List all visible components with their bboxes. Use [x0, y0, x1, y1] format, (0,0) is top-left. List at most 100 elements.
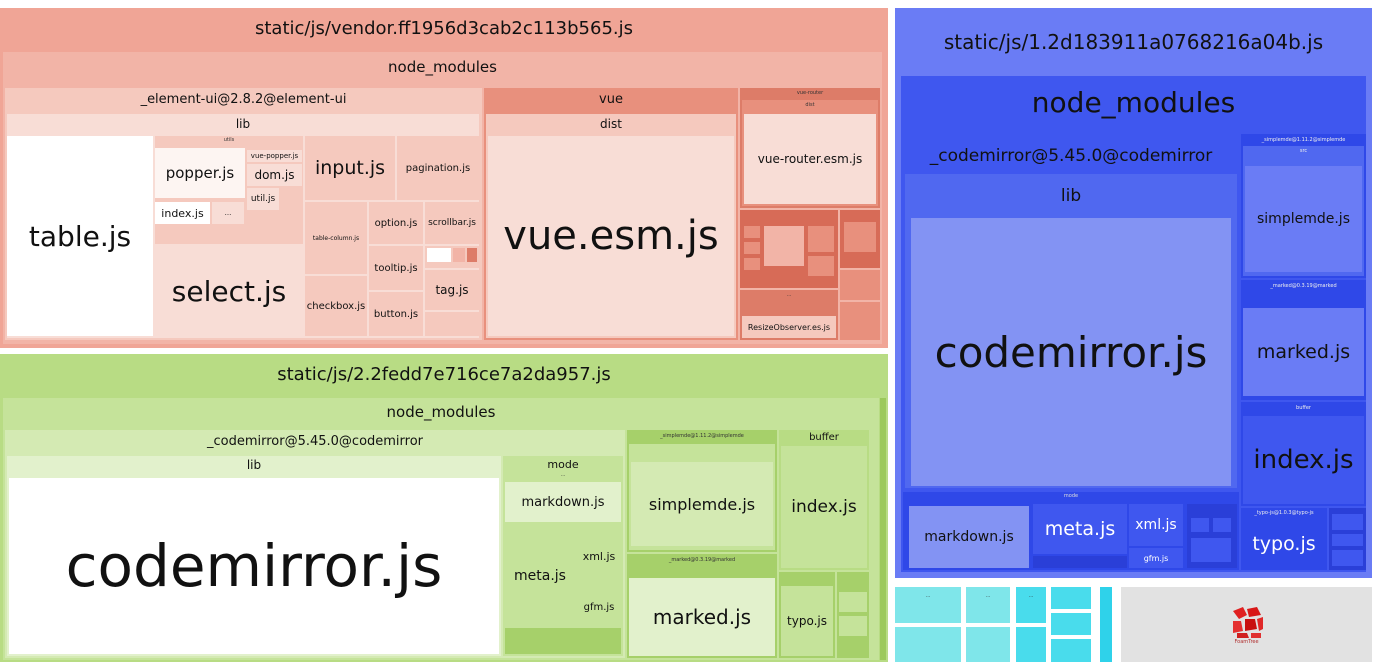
cyan-chunk-7[interactable]: [1051, 587, 1091, 609]
chunk2-mode-misc[interactable]: [505, 628, 621, 654]
chunk1-misc-tile-3[interactable]: [1332, 550, 1363, 566]
chunk1-mode-folder[interactable]: mode markdown.js meta.js xml.js gfm.js: [903, 492, 1239, 570]
chunk1-meta-sub[interactable]: [1033, 556, 1127, 568]
chunk1-mode-misc-tile-1[interactable]: [1191, 518, 1209, 532]
cyan-chunk-2[interactable]: [895, 627, 961, 662]
chunk2-misc-tile-2[interactable]: [839, 616, 867, 636]
chunk2-node-modules[interactable]: node_modules _codemirror@5.45.0@codemirr…: [3, 398, 879, 660]
chunk1-misc-tile-2[interactable]: [1332, 534, 1363, 546]
chunk2[interactable]: static/js/2.2fedd7e716ce7a2da957.js node…: [0, 354, 888, 662]
utils-folder[interactable]: utils popper.js index.js ... vue-popper.…: [155, 136, 303, 244]
scrollbar-js-tile[interactable]: scrollbar.js: [425, 202, 479, 244]
chunk2-codemirror-js-tile[interactable]: codemirror.js: [9, 478, 499, 654]
chunk1-mode-misc[interactable]: [1187, 504, 1237, 568]
misc-tile-4[interactable]: [764, 226, 804, 266]
cyan-chunk-3[interactable]: ...: [966, 587, 1010, 623]
chunk2-marked-package[interactable]: _marked@0.3.19@marked marked.js: [627, 554, 777, 658]
pagination-js-tile[interactable]: pagination.js: [397, 136, 479, 200]
element-ui-package[interactable]: _element-ui@2.8.2@element-ui lib table.j…: [5, 88, 482, 340]
chunk1-gfm-js-tile[interactable]: gfm.js: [1129, 548, 1183, 568]
vendor-chunk[interactable]: static/js/vendor.ff1956d3cab2c113b565.js…: [0, 8, 888, 348]
chunk2-index-js-tile[interactable]: index.js: [781, 446, 867, 568]
chunk2-codemirror-package[interactable]: _codemirror@5.45.0@codemirror lib codemi…: [5, 430, 625, 658]
chunk1-codemirror-package[interactable]: _codemirror@5.45.0@codemirror lib codemi…: [903, 134, 1239, 490]
chunk2-simplemde-js-tile[interactable]: simplemde.js: [631, 462, 773, 546]
vue-dist[interactable]: dist vue.esm.js: [486, 114, 736, 338]
chunk1-xml-js-tile[interactable]: xml.js: [1129, 504, 1183, 546]
select-js-tile[interactable]: select.js: [155, 246, 303, 336]
chunk1-mode-misc-tile-3[interactable]: [1191, 538, 1231, 562]
chunk2-simplemde-package[interactable]: _simplemde@1.11.2@simplemde simplemde.js: [627, 430, 777, 552]
misc-modules-group-4[interactable]: [840, 302, 880, 340]
chunk2-meta-js-tile[interactable]: meta.js: [505, 526, 575, 626]
option-js-tile[interactable]: option.js: [369, 202, 423, 244]
chunk1-codemirror-js-tile[interactable]: codemirror.js: [911, 218, 1231, 486]
chunk1-typo-package[interactable]: _typo-js@1.0.3@typo-js typo.js: [1241, 508, 1327, 570]
element-ui-lib[interactable]: lib table.js utils popper.js index.js ..…: [7, 114, 479, 338]
dom-js-tile[interactable]: dom.js: [247, 164, 302, 186]
chunk2-markdown-js-tile[interactable]: markdown.js: [505, 482, 621, 522]
chunk1-buffer-package[interactable]: buffer index.js: [1241, 402, 1366, 506]
misc-tile-1[interactable]: [744, 226, 760, 238]
vue-router-dist[interactable]: dist vue-router.esm.js: [742, 100, 878, 206]
small-dark-tile[interactable]: [467, 248, 477, 262]
chunk2-typo-js-tile[interactable]: typo.js: [781, 586, 833, 656]
chunk1-index-js-tile[interactable]: index.js: [1243, 416, 1364, 504]
chunk1-typo-js-tile[interactable]: typo.js: [1243, 520, 1325, 568]
resize-observer-js-tile[interactable]: ResizeObserver.es.js: [742, 316, 836, 338]
chunk1-misc-package[interactable]: [1329, 508, 1366, 570]
cyan-chunk-6[interactable]: [1016, 627, 1046, 662]
chunk2-misc-package[interactable]: [837, 572, 869, 658]
small-red-tile[interactable]: [453, 248, 465, 262]
checkbox-js-tile[interactable]: checkbox.js: [305, 276, 367, 336]
chunk1-marked-package[interactable]: _marked@0.3.19@marked marked.js: [1241, 280, 1366, 400]
misc-modules-group[interactable]: [740, 210, 838, 288]
chunk2-gfm-js-tile[interactable]: gfm.js: [577, 588, 621, 626]
table-column-js-tile[interactable]: table-column.js: [305, 202, 367, 274]
cyan-chunk-4[interactable]: [966, 627, 1010, 662]
vue-package[interactable]: vue dist vue.esm.js: [484, 88, 738, 340]
chunk1-mode-misc-tile-2[interactable]: [1213, 518, 1231, 532]
chunk1-node-modules[interactable]: node_modules _codemirror@5.45.0@codemirr…: [901, 76, 1366, 572]
vue-popper-js-tile[interactable]: vue-popper.js: [247, 150, 302, 162]
vendor-node-modules[interactable]: node_modules _element-ui@2.8.2@element-u…: [3, 52, 882, 344]
chunk1-simplemde-package[interactable]: _simplemde@1.11.2@simplemde src simplemd…: [1241, 134, 1366, 278]
vue-router-esm-js-tile[interactable]: vue-router.esm.js: [744, 114, 876, 204]
misc-modules-group-3[interactable]: [840, 270, 880, 300]
chunk2-marked-js-tile[interactable]: marked.js: [629, 578, 775, 656]
index-js-tile[interactable]: index.js: [155, 202, 210, 224]
input-js-tile[interactable]: input.js: [305, 136, 395, 200]
misc-tile-7[interactable]: [844, 222, 876, 252]
vue-router-package[interactable]: vue-router dist vue-router.esm.js: [740, 88, 880, 208]
chunk2-xml-js-tile[interactable]: xml.js: [577, 526, 621, 586]
chunk1-simplemde-src[interactable]: src simplemde.js: [1243, 146, 1364, 276]
tag-js-tile[interactable]: tag.js: [425, 270, 479, 310]
chunk1-meta-js-tile[interactable]: meta.js: [1033, 504, 1127, 554]
chunk1-misc-tile-1[interactable]: [1332, 514, 1363, 530]
element-ui-misc-tile[interactable]: [425, 312, 479, 336]
resize-observer-group[interactable]: ... ResizeObserver.es.js: [740, 290, 838, 340]
chunk2-misc-tile-1[interactable]: [839, 592, 867, 612]
chunk1[interactable]: static/js/1.2d183911a0768216a04b.js node…: [895, 8, 1372, 578]
chunk1-codemirror-lib[interactable]: lib codemirror.js: [905, 174, 1237, 488]
chunk1-marked-js-tile[interactable]: marked.js: [1243, 308, 1364, 396]
misc-modules-group-2[interactable]: [840, 210, 880, 268]
chunk1-simplemde-js-tile[interactable]: simplemde.js: [1245, 166, 1362, 272]
button-js-tile[interactable]: button.js: [369, 292, 423, 336]
popper-js-tile[interactable]: popper.js: [155, 148, 245, 198]
chunk2-mode-folder[interactable]: mode ... markdown.js meta.js xml.js gfm.…: [503, 456, 623, 656]
utils-misc-tile[interactable]: ...: [212, 202, 244, 224]
chunk1-markdown-js-tile[interactable]: markdown.js: [909, 506, 1029, 568]
misc-tile-2[interactable]: [744, 242, 760, 254]
vue-esm-js-tile[interactable]: vue.esm.js: [488, 136, 734, 336]
utils-small-tile[interactable]: [281, 188, 302, 210]
util-js-tile[interactable]: util.js: [247, 188, 279, 210]
cyan-chunk-9[interactable]: [1051, 639, 1091, 662]
chunk2-side-strip[interactable]: [880, 398, 886, 660]
tooltip-js-tile[interactable]: tooltip.js: [369, 246, 423, 290]
cyan-chunk-10[interactable]: [1100, 587, 1112, 662]
chunk2-simplemde-src[interactable]: simplemde.js: [629, 444, 775, 550]
chunk2-buffer-package[interactable]: buffer index.js: [779, 430, 869, 570]
misc-tile-3[interactable]: [744, 258, 760, 270]
chunk2-codemirror-lib[interactable]: lib codemirror.js: [7, 456, 501, 656]
